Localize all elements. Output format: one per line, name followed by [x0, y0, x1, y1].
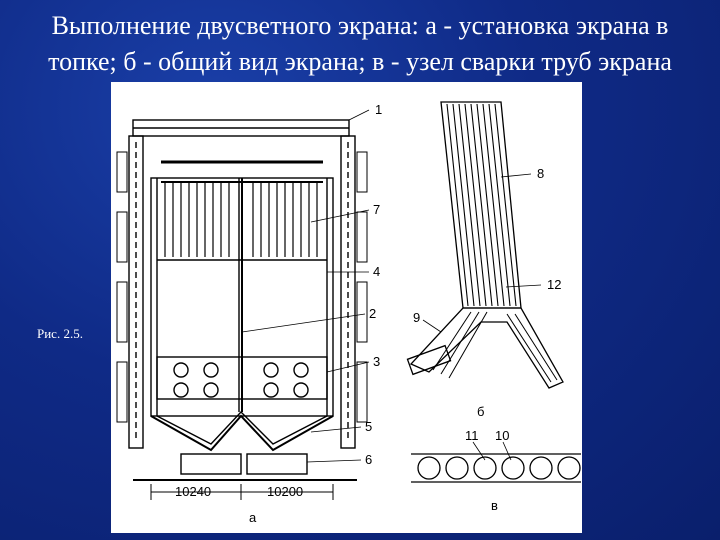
- slide-title: Выполнение двусветного экрана: а - устан…: [0, 8, 720, 80]
- dimension-left: 10240: [175, 484, 211, 499]
- slide-title-line-1: Выполнение двусветного экрана: а - устан…: [51, 11, 669, 40]
- callout-12: 12: [547, 277, 561, 292]
- sublabel-a: а: [249, 510, 257, 525]
- screen-general-view: [406, 101, 564, 389]
- callout-7: 7: [373, 202, 380, 217]
- callout-8: 8: [537, 166, 544, 181]
- figure-panel: 1 7 4 2 3 5 6 8 12 9 11 10 10240 10200 а…: [111, 82, 582, 533]
- callout-9: 9: [413, 310, 420, 325]
- slide-title-line-2: топке; б - общий вид экрана; в - узел св…: [48, 47, 672, 76]
- furnace-screen-drawing: 1 7 4 2 3 5 6 8 12 9 11 10 10240 10200 а…: [116, 101, 581, 525]
- furnace-drawing: [116, 109, 370, 500]
- callout-11: 11: [465, 428, 479, 443]
- figure-caption: Рис. 2.5.: [37, 326, 83, 341]
- tube-weld-joint: [411, 441, 581, 483]
- callout-1: 1: [375, 102, 382, 117]
- callout-6: 6: [365, 452, 372, 467]
- sublabel-b: б: [477, 404, 484, 419]
- dimension-right: 10200: [267, 484, 303, 499]
- callout-4: 4: [373, 264, 380, 279]
- callout-3: 3: [373, 354, 380, 369]
- callout-5: 5: [365, 419, 372, 434]
- callout-10: 10: [495, 428, 509, 443]
- callout-2: 2: [369, 306, 376, 321]
- sublabel-v: в: [491, 498, 498, 513]
